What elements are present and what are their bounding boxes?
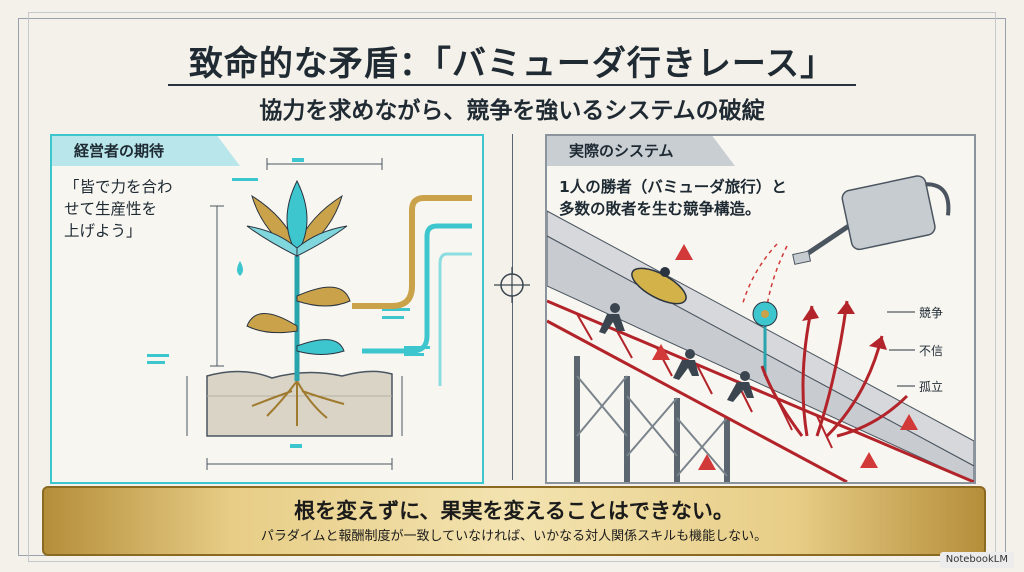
race-car-icon xyxy=(631,267,687,305)
panel-divider xyxy=(512,134,513,480)
conclusion-banner: 根を変えずに、果実を変えることはできない。 パラダイムと報酬制度が一致していなけ… xyxy=(42,486,986,556)
label-isolation: 孤立 xyxy=(919,380,944,394)
race-track-illustration xyxy=(547,175,974,482)
right-panel-reality: 実際のシステム 1人の勝者（バミューダ旅行）と 多数の敗者を生む競争構造。 xyxy=(545,134,976,484)
label-competition: 競争 xyxy=(919,306,944,320)
banner-subtext: パラダイムと報酬制度が一致していなければ、いかなる対人関係スキルも機能しない。 xyxy=(260,529,768,544)
page-subtitle: 協力を求めながら、競争を強いるシステムの破綻 xyxy=(259,98,765,124)
crosshair-icon xyxy=(494,267,530,303)
inner-frame xyxy=(28,12,996,562)
brand-badge: NotebookLM xyxy=(939,552,1014,568)
banner-headline: 根を変えずに、果実を変えることはできない。 xyxy=(294,499,734,523)
right-panel-description: 1人の勝者（バミューダ旅行）と 多数の敗者を生む競争構造。 xyxy=(559,178,787,218)
title-underline xyxy=(168,84,856,86)
watering-can-icon xyxy=(792,175,951,265)
left-panel-quote: 「皆で力を合わ せて生産性を 上げよう」 xyxy=(64,178,173,240)
right-panel-tab: 実際のシステム xyxy=(547,136,735,166)
blueprint-plant-illustration xyxy=(147,158,472,470)
left-panel-tab: 経営者の期待 xyxy=(52,136,240,166)
page-title: 致命的な矛盾：「バミューダ行きレース」 xyxy=(188,44,836,84)
label-distrust: 不信 xyxy=(919,344,944,358)
left-panel-expectation: 経営者の期待 「皆で力を合わ せて生産性を 上げよう」 xyxy=(50,134,484,484)
